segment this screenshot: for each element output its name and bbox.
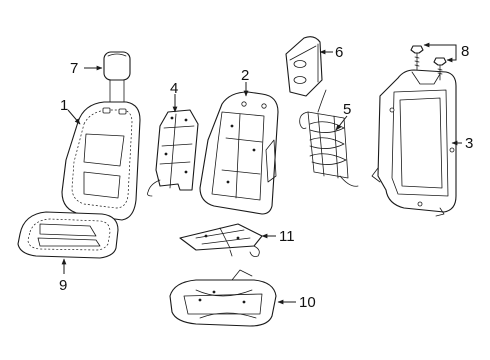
callout-9: 9: [59, 277, 67, 294]
callout-8: 8: [461, 43, 469, 60]
callout-6: 6: [335, 44, 343, 61]
callout-7: 7: [70, 60, 78, 77]
bolts-part[interactable]: [410, 45, 447, 81]
callout-1: 1: [60, 97, 68, 114]
seat-back-pad-part[interactable]: [199, 91, 279, 215]
cushion-pad-part[interactable]: [169, 269, 277, 327]
seat-cushion-cover-part[interactable]: [17, 211, 119, 259]
callout-11: 11: [279, 228, 295, 245]
lumbar-spring-part[interactable]: [299, 89, 359, 187]
callout-10: 10: [299, 294, 316, 311]
cushion-heater-part[interactable]: [179, 223, 263, 257]
back-panel-part[interactable]: [147, 109, 199, 197]
callout-5: 5: [343, 101, 351, 118]
seat-back-frame-part[interactable]: [371, 69, 457, 217]
leader-8: [448, 44, 457, 61]
leader-lines: [61, 42, 462, 305]
seat-back-cover-part[interactable]: [61, 101, 141, 221]
callout-labels: 1 2 3 4 5 6 7 8 9 10 11: [59, 43, 473, 311]
leader-5: [335, 115, 348, 131]
trim-cover-part[interactable]: [285, 36, 323, 97]
callout-4: 4: [170, 80, 178, 97]
callout-2: 2: [241, 67, 249, 84]
leader-1: [67, 109, 81, 125]
callout-3: 3: [465, 135, 473, 152]
headrest-part[interactable]: [103, 51, 131, 105]
